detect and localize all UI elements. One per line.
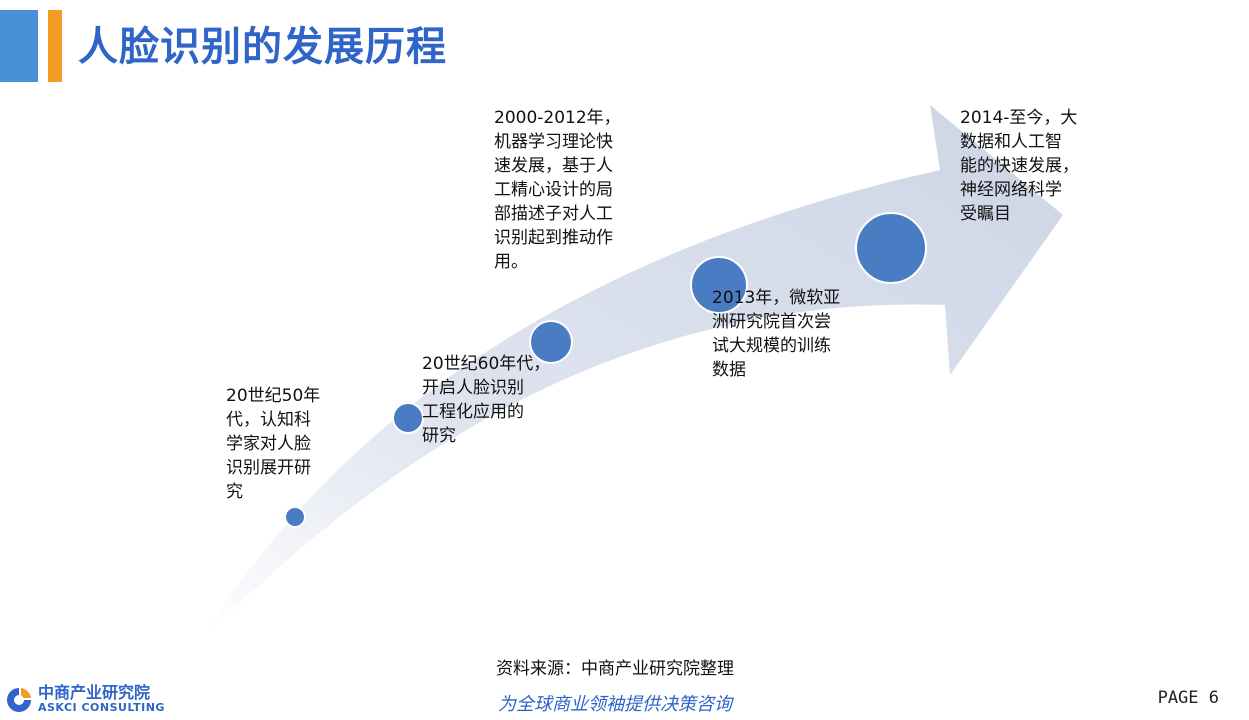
footer-slogan: 为全球商业领袖提供决策咨询: [498, 694, 732, 715]
timeline-label-1960s: 20世纪60年代， 开启人脸识别 工程化应用的 研究: [422, 354, 551, 446]
header-accent-blue-bar: [0, 10, 38, 82]
timeline-dot-1960s: [392, 402, 424, 434]
askci-logo: 中商产业研究院 ASKCI CONSULTING: [4, 684, 165, 715]
timeline-label-2014: 2014-至今，大 数据和人工智 能的快速发展， 神经网络科学 受瞩目: [960, 108, 1079, 224]
timeline-dot-2000-2012: [529, 320, 573, 364]
page-number: PAGE 6: [1157, 688, 1219, 708]
timeline-label-2013: 2013年，微软亚 洲研究院首次尝 试大规模的训练 数据: [712, 288, 841, 380]
askci-logo-icon: [7, 687, 31, 712]
page-title: 人脸识别的发展历程: [78, 24, 447, 70]
timeline-dot-2014: [855, 212, 927, 284]
timeline-dot-2013: [690, 256, 748, 314]
timeline-dot-1950s: [284, 506, 306, 528]
growth-arrow-body: [200, 105, 1063, 642]
source-note: 资料来源：中商产业研究院整理: [496, 659, 734, 679]
logo-name-en: ASKCI CONSULTING: [38, 701, 165, 714]
timeline-label-1950s: 20世纪50年 代，认知科 学家对人脸 识别展开研 究: [226, 386, 321, 502]
timeline-label-2000-2012: 2000-2012年， 机器学习理论快 速发展，基于人 工精心设计的局 部描述子…: [494, 108, 621, 272]
header-accent-orange-bar: [48, 10, 62, 82]
logo-name-cn: 中商产业研究院: [38, 683, 151, 702]
